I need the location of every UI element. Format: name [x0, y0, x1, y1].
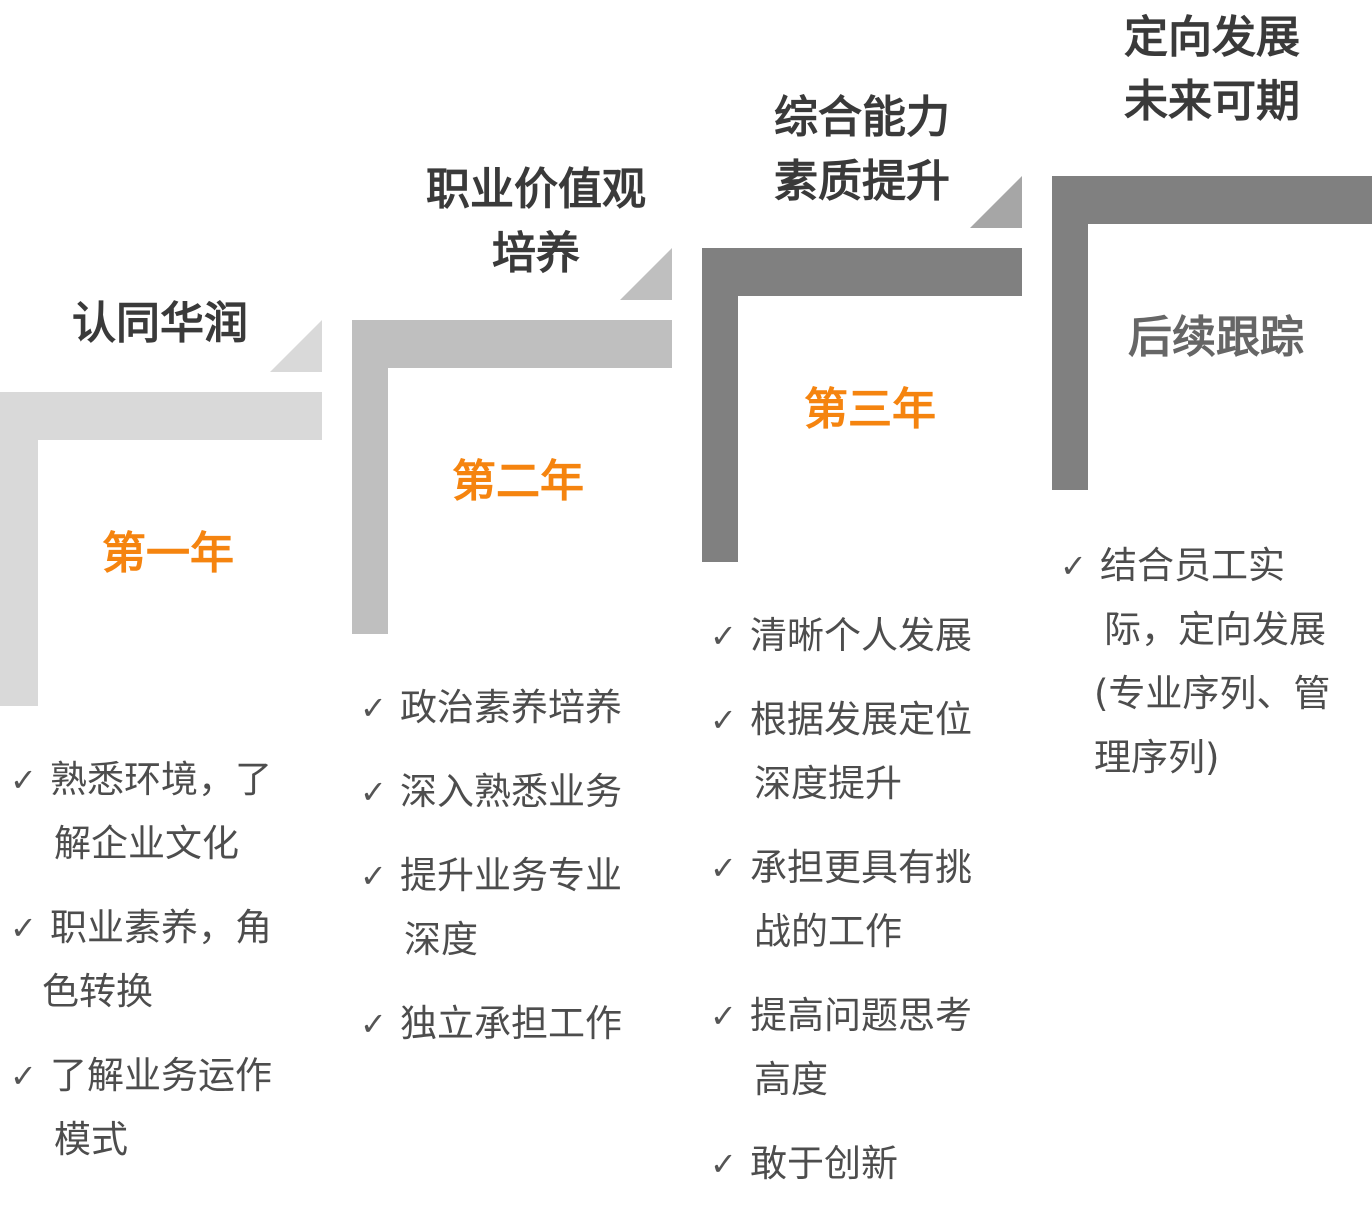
list-item-text: 理序列) [1094, 736, 1220, 779]
step3-horizontal-bar [702, 248, 1022, 296]
list-item-text: 了解业务运作 [50, 1054, 272, 1097]
list-item: ✓ 了解业务运作 模式 [10, 1044, 310, 1172]
step4-heading-line: 定向发展 [1124, 12, 1300, 63]
step4-item-list: ✓ 结合员工实 际，定向发展 (专业序列、管 理序列) [1060, 534, 1360, 810]
list-item-text: 提高问题思考 [750, 994, 972, 1037]
check-icon: ✓ [710, 617, 737, 655]
step2-item-list: ✓ 政治素养培养 ✓ 深入熟悉业务 ✓ 提升业务专业 深度 ✓ 独立承担工作 [360, 676, 660, 1076]
step4-vertical-bar [1052, 176, 1088, 490]
list-item-text: 敢于创新 [750, 1142, 898, 1185]
step1-horizontal-bar [0, 392, 322, 440]
step4-follow-label: 后续跟踪 [1128, 312, 1304, 363]
step2-heading-line: 培养 [492, 228, 580, 279]
check-icon: ✓ [360, 1005, 387, 1043]
list-item: ✓ 深入熟悉业务 [360, 760, 660, 824]
list-item-text: (专业序列、管 [1094, 672, 1331, 715]
list-item-text: 际，定向发展 [1104, 608, 1326, 651]
list-item-text: 深入熟悉业务 [400, 770, 622, 813]
list-item: ✓ 独立承担工作 [360, 992, 660, 1056]
step2-horizontal-bar [352, 320, 672, 368]
list-item-text: 熟悉环境，了 [50, 758, 272, 801]
list-item-text: 职业素养，角 [50, 906, 272, 949]
list-item-text: 模式 [54, 1118, 128, 1161]
step1-corner-triangle [270, 320, 322, 372]
check-icon: ✓ [710, 997, 737, 1035]
list-item-text: 结合员工实 [1100, 544, 1285, 587]
check-icon: ✓ [1060, 547, 1087, 585]
list-item: ✓ 敢于创新 [710, 1132, 1010, 1196]
step3-vertical-bar [702, 248, 738, 562]
step2-heading: 职业价值观 培养 [396, 158, 676, 286]
step1-heading-line: 认同华润 [72, 298, 248, 349]
list-item-text: 政治素养培养 [400, 686, 622, 729]
list-item-text: 根据发展定位 [750, 698, 972, 741]
step1-vertical-bar [0, 392, 38, 706]
list-item-text: 解企业文化 [54, 822, 239, 865]
step4-horizontal-bar [1052, 176, 1372, 224]
list-item: ✓ 承担更具有挑 战的工作 [710, 836, 1010, 964]
list-item: ✓ 熟悉环境，了 解企业文化 [10, 748, 310, 876]
step2-year-label: 第二年 [452, 456, 584, 507]
list-item: ✓ 清晰个人发展 [710, 604, 1010, 668]
step3-corner-triangle [970, 176, 1022, 228]
check-icon: ✓ [10, 1057, 37, 1095]
check-icon: ✓ [10, 909, 37, 947]
list-item-text: 深度提升 [754, 762, 902, 805]
list-item: ✓ 提高问题思考 高度 [710, 984, 1010, 1112]
list-item: ✓ 职业素养，角 色转换 [10, 896, 310, 1024]
step2-corner-triangle [620, 248, 672, 300]
check-icon: ✓ [710, 849, 737, 887]
step3-year-label: 第三年 [804, 384, 936, 435]
list-item-text: 独立承担工作 [400, 1002, 622, 1045]
list-item: ✓ 政治素养培养 [360, 676, 660, 740]
list-item-text: 色转换 [42, 970, 153, 1013]
check-icon: ✓ [710, 701, 737, 739]
step4-heading-line: 未来可期 [1124, 76, 1300, 127]
list-item-text: 承担更具有挑 [750, 846, 972, 889]
list-item-text: 深度 [404, 918, 478, 961]
list-item-text: 清晰个人发展 [750, 614, 972, 657]
check-icon: ✓ [360, 773, 387, 811]
list-item: ✓ 根据发展定位 深度提升 [710, 688, 1010, 816]
check-icon: ✓ [10, 761, 37, 799]
check-icon: ✓ [360, 689, 387, 727]
check-icon: ✓ [710, 1145, 737, 1183]
step3-heading: 综合能力 素质提升 [752, 86, 972, 214]
list-item-text: 高度 [754, 1058, 828, 1101]
step4-heading: 定向发展 未来可期 [1102, 6, 1322, 134]
step2-heading-line: 职业价值观 [426, 164, 646, 215]
list-item: ✓ 提升业务专业 深度 [360, 844, 660, 972]
step1-item-list: ✓ 熟悉环境，了 解企业文化 ✓ 职业素养，角 色转换 ✓ 了解业务运作 模式 [10, 748, 310, 1192]
list-item-text: 提升业务专业 [400, 854, 622, 897]
step3-heading-line: 素质提升 [774, 156, 950, 207]
step2-vertical-bar [352, 320, 388, 634]
list-item-text: 战的工作 [754, 910, 902, 953]
list-item: ✓ 结合员工实 际，定向发展 (专业序列、管 理序列) [1060, 534, 1360, 790]
step1-heading: 认同华润 [40, 292, 280, 356]
check-icon: ✓ [360, 857, 387, 895]
step3-item-list: ✓ 清晰个人发展 ✓ 根据发展定位 深度提升 ✓ 承担更具有挑 战的工作 ✓ 提… [710, 604, 1010, 1216]
step1-year-label: 第一年 [102, 528, 234, 579]
step3-heading-line: 综合能力 [774, 92, 950, 143]
